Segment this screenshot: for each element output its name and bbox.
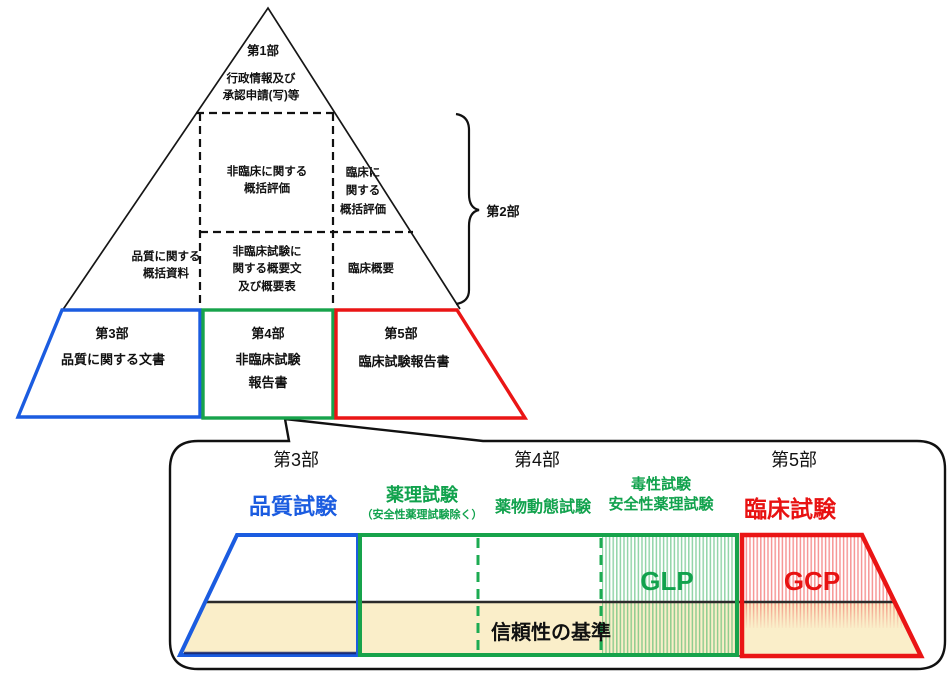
detail-toxicity-label: 毒性試験 安全性薬理試験 [608, 476, 714, 513]
pyramid-part5-label: 臨床試験報告書 [358, 354, 450, 369]
gcp-label: GCP [783, 566, 841, 596]
glp-hatch-area [602, 536, 737, 654]
reliability-standard-label: 信頼性の基準 [491, 622, 611, 644]
detail-quality-test-label: 品質試験 [248, 494, 338, 519]
part2-brace [455, 112, 480, 306]
pyramid-clinical-summary: 臨床概要 [348, 263, 394, 275]
pyramid-part4-box [201, 308, 335, 420]
pyramid-outline [61, 6, 461, 312]
pyramid-part2-label: 第2部 [486, 204, 520, 219]
detail-part4-shape [358, 533, 739, 657]
pyramid-part3-box [15, 308, 202, 419]
detail-part3-header: 第3部 [272, 450, 320, 470]
pyramid-nonclinical-overview: 非臨床に関する 概括評価 [226, 166, 308, 196]
detail-part5-shape [739, 532, 925, 659]
pyramid-part3-label: 品質に関する文書 [60, 352, 166, 367]
detail-pharmacology-note: （安全性薬理試験除く） [361, 509, 483, 521]
detail-pharmacokinetics-label: 薬物動態試験 [494, 499, 592, 516]
pyramid-part4-label: 非臨床試験 報告書 [235, 352, 301, 390]
detail-clinical-test-label: 臨床試験 [744, 496, 836, 522]
pyramid-nonclinical-summary: 非臨床試験に 関する概要文 及び概要表 [232, 246, 302, 293]
pyramid-part1-subtitle: 行政情報及び 承認申請(写)等 [222, 73, 300, 103]
pyramid-part3-title: 第3部 [95, 326, 129, 341]
glp-label: GLP [640, 566, 694, 596]
pyramid-clinical-overview: 臨床に 関する 概括評価 [340, 167, 386, 216]
gcp-hatch-area [742, 536, 895, 602]
detail-pharmacology-label: 薬理試験 [386, 485, 458, 505]
pyramid-part5-box [334, 308, 529, 420]
detail-part4-header: 第4部 [513, 450, 561, 470]
pyramid-part5-title: 第5部 [384, 326, 418, 341]
pyramid-quality-summary: 品質に関する 概括資料 [131, 251, 201, 281]
detail-part5-header: 第5部 [770, 450, 818, 470]
pyramid-part1-title: 第1部 [247, 44, 279, 58]
gcp-hatch-fade [742, 602, 907, 628]
pyramid-part4-title: 第4部 [251, 326, 285, 341]
